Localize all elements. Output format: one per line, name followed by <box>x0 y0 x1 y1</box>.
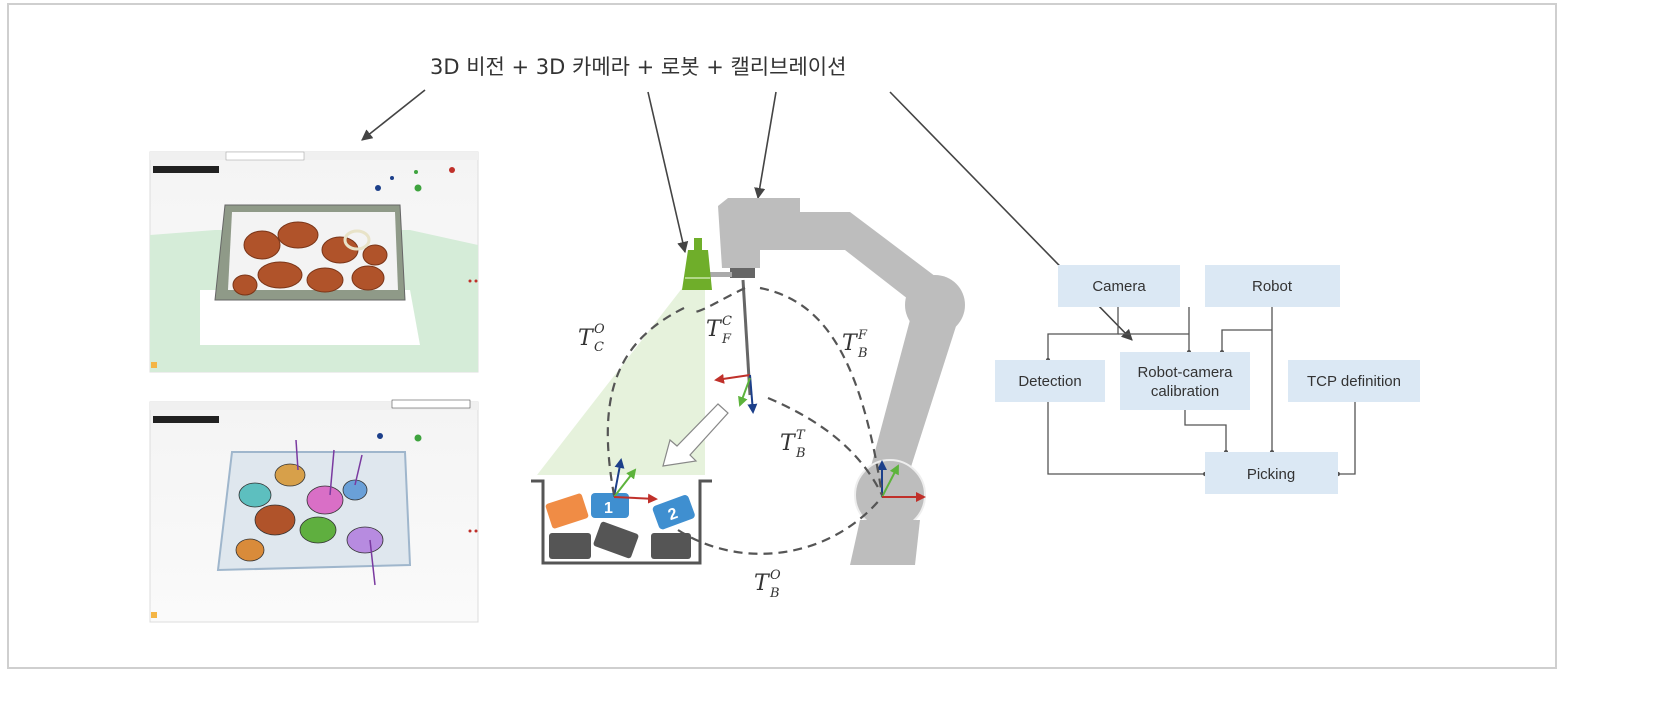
robot-arm <box>710 198 965 565</box>
svg-text:Robot: Robot <box>1252 278 1293 295</box>
svg-text:B: B <box>769 586 780 601</box>
svg-text:B: B <box>795 446 806 461</box>
bin: 1 2 <box>531 479 712 565</box>
toolbar-badge <box>153 166 219 173</box>
flowchart-box-tcp: TCP definition <box>1288 360 1420 402</box>
label-t-flange-camera: T C F <box>706 314 732 347</box>
svg-text:Robot-camera: Robot-camera <box>1137 364 1233 381</box>
flowchart-box-calibration: Robot-camera calibration <box>1120 352 1250 410</box>
label-t-base-tool: T T B <box>780 428 806 461</box>
flowchart-box-robot: Robot <box>1205 265 1340 307</box>
flowchart-box-camera: Camera <box>1058 265 1180 307</box>
svg-text:T: T <box>706 317 723 342</box>
label-t-base-flange: T F B <box>842 328 868 361</box>
vision-screenshot-top <box>149 151 479 373</box>
svg-text:T: T <box>842 331 859 356</box>
svg-text:Picking: Picking <box>1247 466 1295 483</box>
svg-text:F: F <box>857 328 868 343</box>
svg-text:T: T <box>780 431 797 456</box>
svg-text:TCP definition: TCP definition <box>1307 373 1401 390</box>
label-t-base-object: T O B <box>754 568 781 601</box>
object-coordinate-frame <box>613 458 658 504</box>
svg-text:B: B <box>857 346 868 361</box>
svg-text:O: O <box>594 322 605 337</box>
figure-title: 3D 비전 + 3D 카메라 + 로봇 + 캘리브레이션 <box>430 55 846 79</box>
svg-text:Camera: Camera <box>1092 278 1146 295</box>
flowchart-box-detection: Detection <box>995 360 1105 402</box>
svg-text:F: F <box>721 332 732 347</box>
picking-direction-arrow <box>662 403 729 467</box>
svg-text:Detection: Detection <box>1018 373 1081 390</box>
svg-text:1: 1 <box>604 500 613 517</box>
3d-camera-icon <box>682 238 712 290</box>
object-2: 2 <box>652 495 695 530</box>
svg-text:T: T <box>578 326 595 351</box>
object-1: 1 <box>591 493 629 518</box>
label-t-camera-object: T O C <box>578 322 605 355</box>
flowchart-box-picking: Picking <box>1205 452 1338 494</box>
flowchart-connectors <box>1045 307 1356 477</box>
vision-screenshot-bottom <box>149 399 479 623</box>
svg-text:C: C <box>594 340 604 355</box>
svg-text:T: T <box>796 428 806 443</box>
transform-paths <box>606 286 884 555</box>
svg-text:T: T <box>754 571 771 596</box>
svg-text:calibration: calibration <box>1151 383 1219 400</box>
svg-text:O: O <box>770 568 781 583</box>
svg-text:C: C <box>722 314 732 329</box>
tcp-coordinate-frame <box>714 373 758 414</box>
camera-field-of-view <box>537 278 705 475</box>
base-coordinate-frame <box>877 460 926 502</box>
